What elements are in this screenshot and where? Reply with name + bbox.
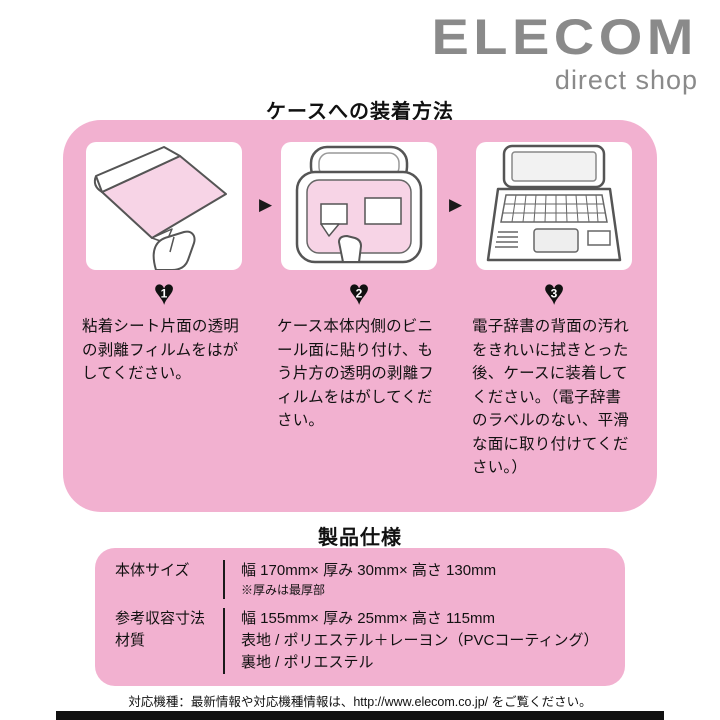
spec-row-body-size: 本体サイズ 幅 170mm× 厚み 30mm× 高さ 130mm ※厚みは最厚部	[115, 560, 605, 599]
arrow-right-icon: ▶	[259, 195, 273, 214]
step-number: 1	[160, 286, 168, 301]
heart-icon: ♥	[348, 271, 370, 313]
spec-note-thickness: ※厚みは最厚部	[241, 583, 326, 597]
compatibility-note: 対応機種：最新情報や対応機種情報は、http://www.elecom.co.j…	[128, 695, 592, 709]
attach-instructions-panel: ▶ ▶ ♥ 1 ♥ 2 ♥ 3 粘着シート片面の透明の剥離フィルムをはがしてくだ…	[63, 120, 657, 512]
spec-row-capacity-material: 参考収容寸法 材質 幅 155mm× 厚み 25mm× 高さ 115mm 表地 …	[115, 608, 605, 674]
attach-section-title: ケースへの装着方法	[266, 101, 454, 123]
open-case-icon	[295, 145, 423, 264]
peel-film-icon	[93, 146, 227, 270]
spec-value-body-size: 幅 170mm× 厚み 30mm× 高さ 130mm	[241, 562, 497, 579]
brand-tagline: direct shop	[554, 65, 698, 95]
specs-section-title: 製品仕様	[318, 527, 402, 549]
heart-icon: ♥	[153, 271, 175, 313]
step2-case-inside-illustration	[281, 142, 437, 270]
step-number: 3	[550, 286, 558, 301]
electronic-dictionary-icon	[486, 144, 622, 262]
step3-dictionary-illustration	[476, 142, 632, 270]
step1-number-badge: ♥ 1	[149, 274, 179, 310]
step-number: 2	[355, 286, 363, 301]
spec-value-material-outer: 表地 / ポリエステル＋レーヨン（PVCコーティング）	[241, 632, 599, 649]
heart-icon: ♥	[543, 271, 565, 313]
bottom-bar	[56, 711, 664, 720]
spec-value-capacity: 幅 155mm× 厚み 25mm× 高さ 115mm	[241, 610, 495, 627]
step3-number-badge: ♥ 3	[539, 274, 569, 310]
arrow-right-icon: ▶	[449, 195, 463, 214]
spec-values-capacity-material: 幅 155mm× 厚み 25mm× 高さ 115mm 表地 / ポリエステル＋レ…	[223, 608, 605, 674]
brand-block: ELECOM direct shop	[432, 12, 698, 96]
step-number-row: ♥ 1 ♥ 2 ♥ 3	[63, 274, 657, 310]
step2-text: ケース本体内側のビニール面に貼り付け、もう片方の透明の剥離フィルムをはがしてくだ…	[277, 318, 435, 430]
step1-text: 粘着シート片面の透明の剥離フィルムをはがしてください。	[82, 318, 240, 383]
spec-label-body-size: 本体サイズ	[115, 562, 190, 579]
elecom-logo: ELECOM	[431, 9, 698, 65]
specs-panel: 本体サイズ 幅 170mm× 厚み 30mm× 高さ 130mm ※厚みは最厚部…	[95, 548, 625, 686]
step2-number-badge: ♥ 2	[344, 274, 374, 310]
spec-values-body-size: 幅 170mm× 厚み 30mm× 高さ 130mm ※厚みは最厚部	[223, 560, 605, 599]
illustration-row	[63, 120, 657, 270]
step3-text: 電子辞書の背面の汚れをきれいに拭きとった後、ケースに装着してください。（電子辞書…	[472, 318, 630, 477]
spec-label-material: 材質	[115, 632, 146, 649]
step-text-row: 粘着シート片面の透明の剥離フィルムをはがしてください。 ケース本体内側のビニール…	[63, 315, 657, 480]
spec-label-capacity: 参考収容寸法	[115, 610, 206, 627]
spec-value-material-lining: 裏地 / ポリエステル	[241, 654, 374, 671]
step1-peel-film-illustration	[86, 142, 242, 270]
